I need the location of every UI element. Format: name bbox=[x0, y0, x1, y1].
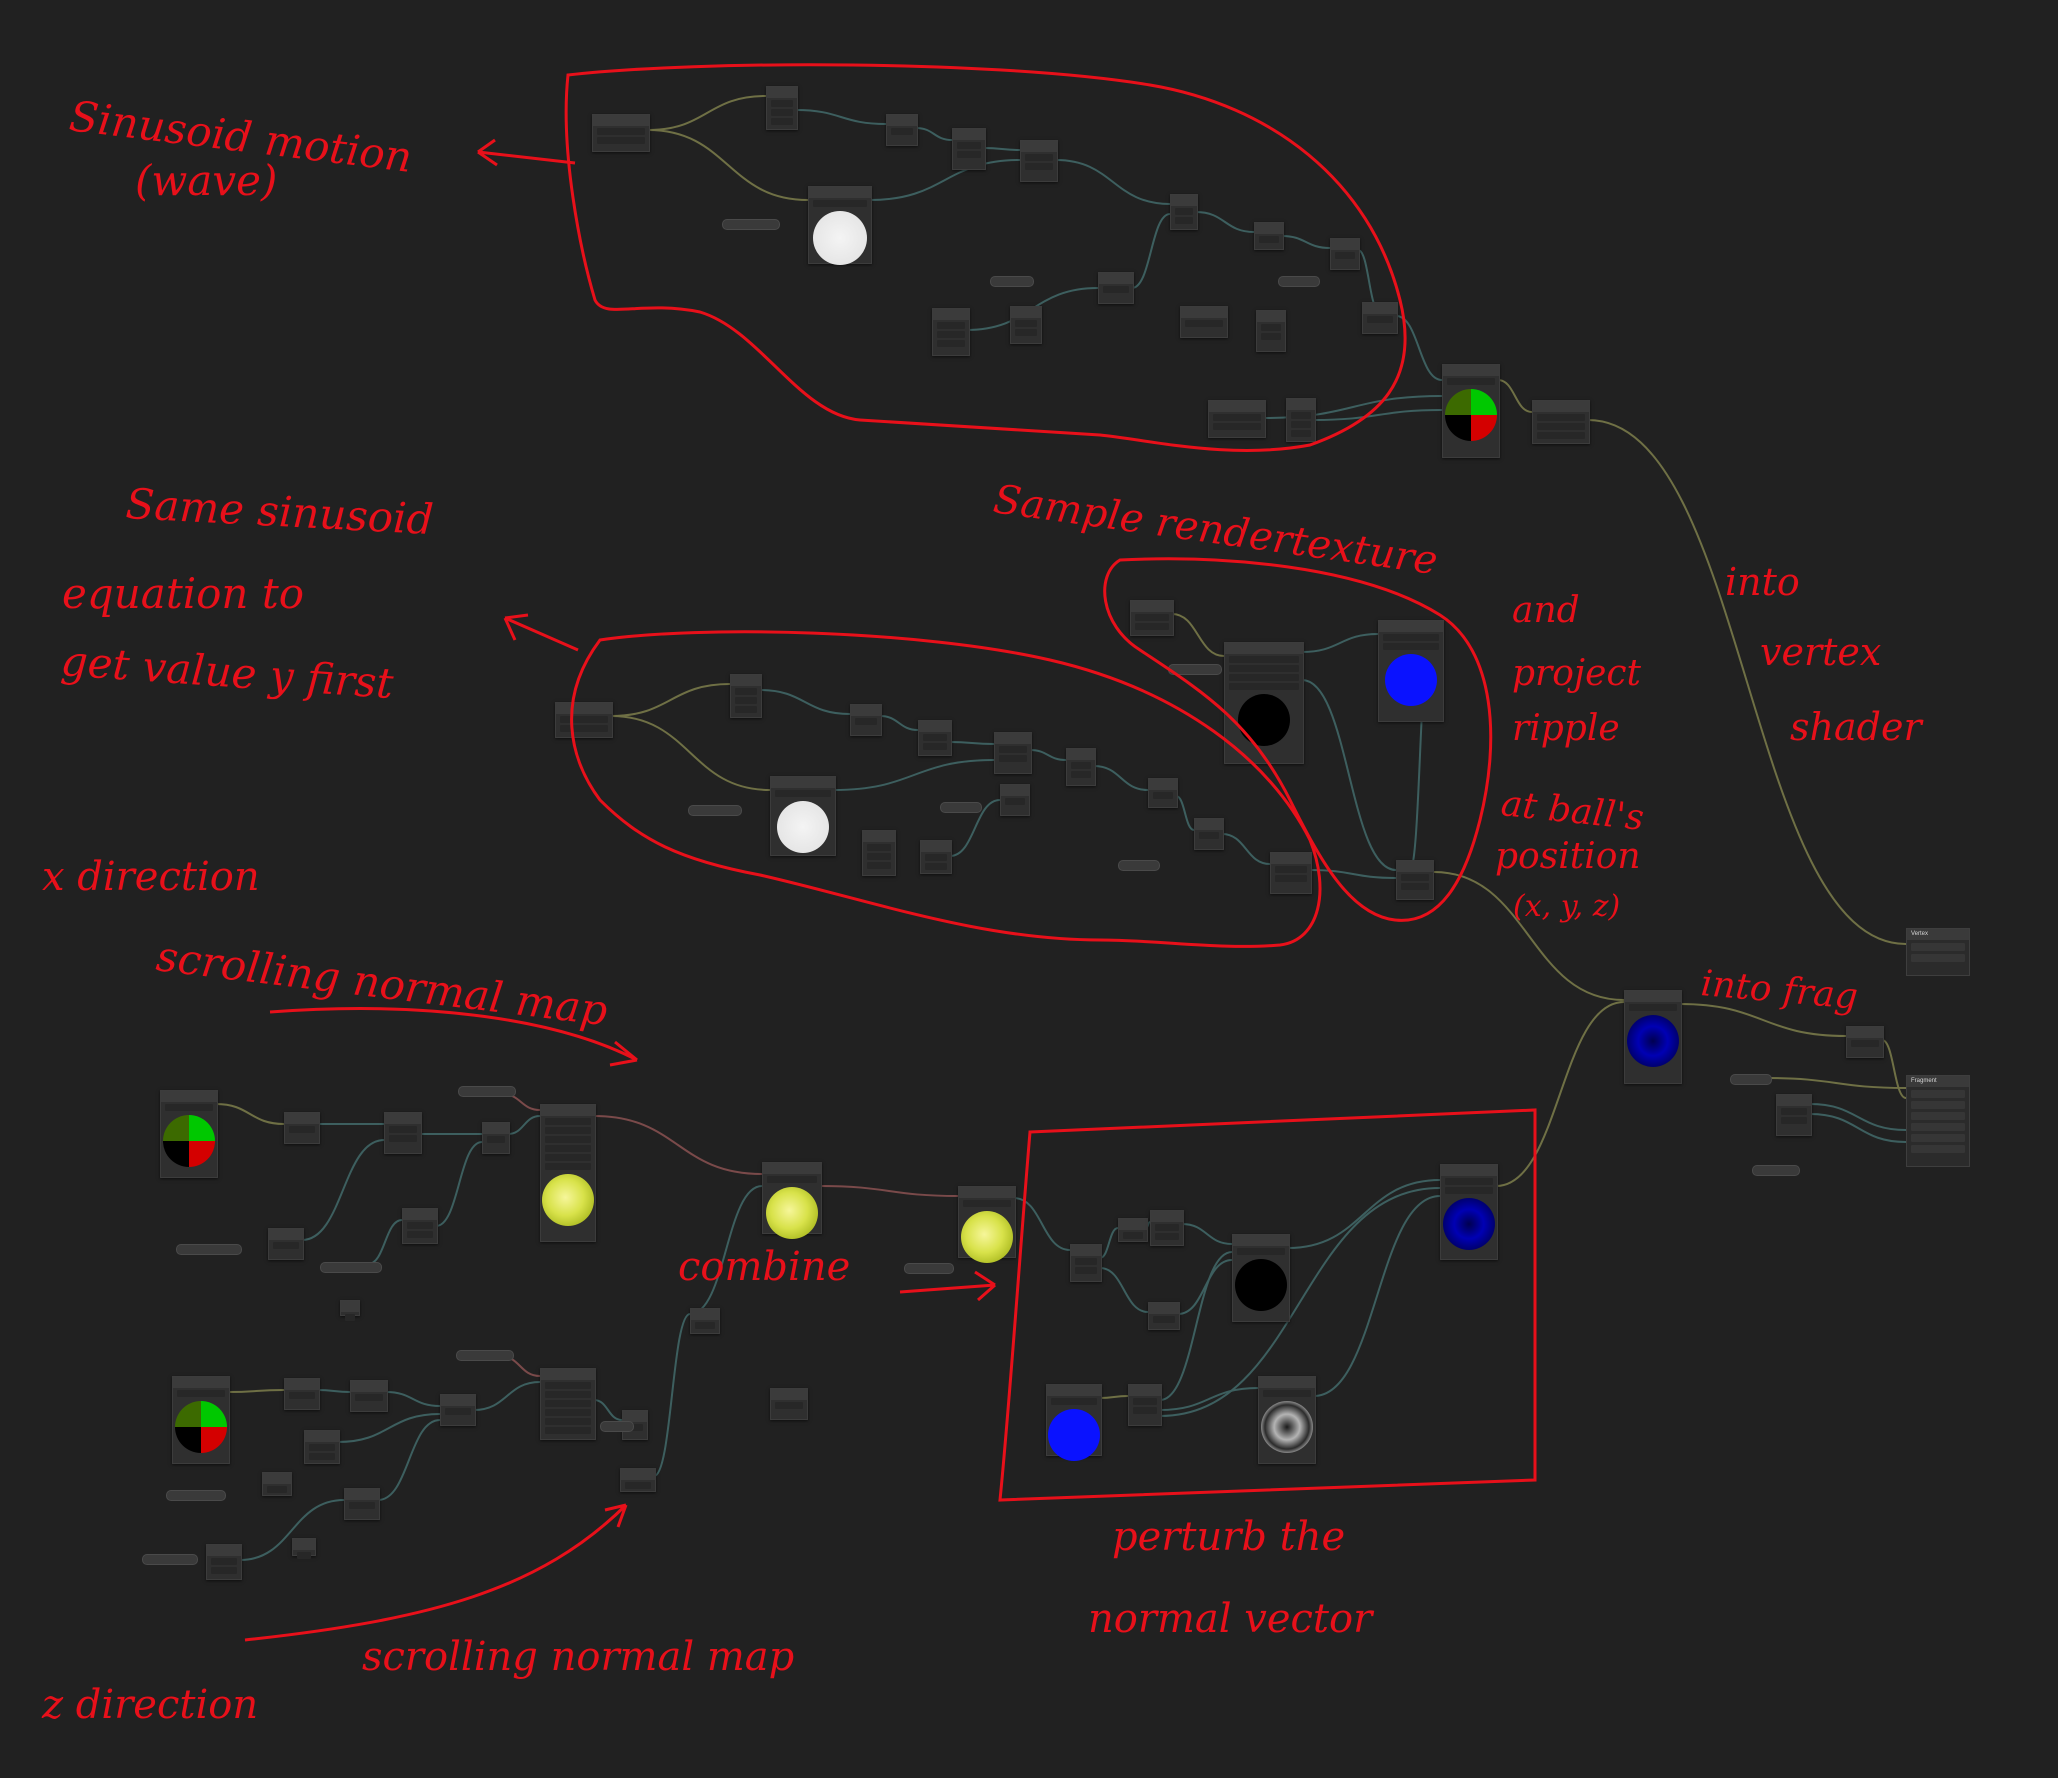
note-project-4: at ball's bbox=[1499, 783, 1646, 839]
note-vertex-2: vertex bbox=[1760, 630, 1881, 674]
note-same-sinusoid-2: equation to bbox=[62, 569, 304, 618]
note-vertex-1: into bbox=[1725, 560, 1800, 604]
note-project-2: project bbox=[1512, 653, 1642, 694]
note-project-5: position bbox=[1495, 836, 1641, 877]
note-project-6: (x, y, z) bbox=[1513, 889, 1620, 924]
arrow-same-sinusoid bbox=[505, 615, 578, 650]
note-sinusoid-motion-2: (wave) bbox=[135, 156, 277, 205]
arrow-sinusoid bbox=[478, 140, 575, 165]
note-project-1: and bbox=[1512, 590, 1580, 631]
note-into-frag: into frag bbox=[1699, 963, 1859, 1018]
note-x-direction: x direction bbox=[42, 854, 260, 900]
note-perturb-2: normal vector bbox=[1088, 1596, 1375, 1642]
arrow-z-direction bbox=[245, 1505, 626, 1640]
perturb-group-outline bbox=[1000, 1110, 1535, 1500]
note-z-direction: z direction bbox=[41, 1682, 258, 1728]
same-sinusoid-group-outline bbox=[572, 632, 1320, 947]
arrow-combine bbox=[900, 1272, 995, 1300]
note-perturb-1: perturb the bbox=[1112, 1514, 1345, 1560]
note-combine: combine bbox=[678, 1244, 850, 1290]
note-same-sinusoid-3: get value y first bbox=[59, 636, 395, 708]
wave-group-outline bbox=[566, 65, 1405, 451]
rendertexture-group-outline bbox=[1105, 559, 1491, 921]
note-scrolling-top: scrolling normal map bbox=[154, 931, 610, 1035]
note-vertex-3: shader bbox=[1790, 705, 1924, 749]
note-same-sinusoid-1: Same sinusoid bbox=[124, 479, 434, 544]
note-scrolling-bottom: scrolling normal map bbox=[362, 1634, 794, 1680]
note-project-3: ripple bbox=[1512, 708, 1620, 749]
note-sample-rendertexture: Sample rendertexture bbox=[991, 476, 1441, 584]
